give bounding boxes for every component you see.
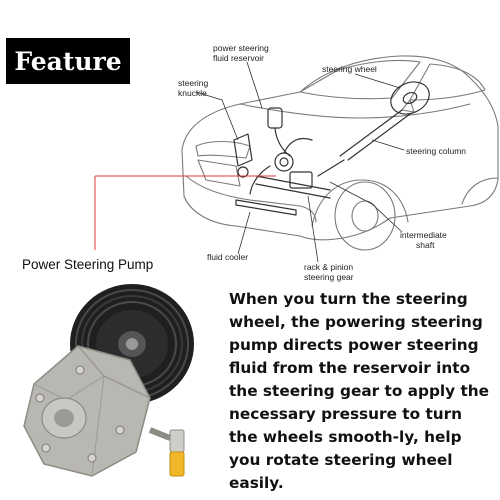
steering-wheel-hub: [402, 91, 418, 105]
engine-pump-pulley: [274, 152, 294, 172]
front-wheel: [334, 181, 396, 251]
car-mirror: [401, 99, 415, 113]
label-rack-pinion: rack & pinion steering gear: [304, 262, 354, 282]
pump-title: Power Steering Pump: [22, 257, 154, 272]
leader-reservoir: [246, 61, 263, 109]
leader-fluid-cooler: [237, 211, 251, 255]
leader-steering-column: [371, 139, 405, 151]
car-hood-line: [239, 103, 471, 119]
reservoir-hose: [274, 127, 291, 157]
label-steering-column: steering column: [406, 146, 467, 156]
description-text: When you turn the steering wheel, the po…: [229, 290, 490, 492]
car-steering-diagram: [94, 55, 499, 263]
pump-fitting: [148, 427, 185, 477]
label-steering-wheel: steering wheel: [322, 64, 377, 74]
feature-badge: Feature: [6, 38, 130, 84]
car-grille: [197, 159, 241, 187]
front-wheel-hub: [351, 200, 379, 232]
label-steering-knuckle: steering knuckle: [178, 78, 209, 98]
car-front-bumper: [185, 175, 317, 223]
fluid-cooler-shape: [235, 199, 297, 216]
rear-wheel-arch: [461, 177, 499, 205]
intermediate-shaft-shape: [317, 159, 345, 177]
leader-intermediate-shaft: [329, 181, 403, 233]
car-windshield: [299, 59, 421, 100]
rack-pinion-shape: [255, 175, 331, 199]
label-fluid-cooler: fluid cooler: [207, 252, 249, 262]
pinion-housing: [289, 171, 313, 189]
knuckle-joint: [237, 166, 249, 178]
leader-knuckle: [195, 91, 239, 141]
leader-steering-wheel: [354, 73, 401, 89]
steering-wheel-shape: [390, 81, 430, 115]
steering-column-shape: [339, 109, 411, 161]
feature-badge-text: Feature: [14, 46, 122, 76]
leader-rack-pinion: [307, 195, 319, 263]
label-fluid-reservoir: power steering fluid reservoir: [213, 43, 269, 63]
steering-knuckle-shape: [233, 133, 253, 167]
fluid-hoses: [249, 137, 313, 195]
pump-housing: [23, 345, 151, 477]
label-intermediate-shaft: intermediate shaft: [400, 230, 447, 250]
engine-pump-pulley-inner: [279, 157, 289, 167]
front-wheel-arch: [311, 179, 409, 227]
power-steering-pump-image: [23, 284, 194, 477]
car-headlight: [195, 140, 251, 159]
